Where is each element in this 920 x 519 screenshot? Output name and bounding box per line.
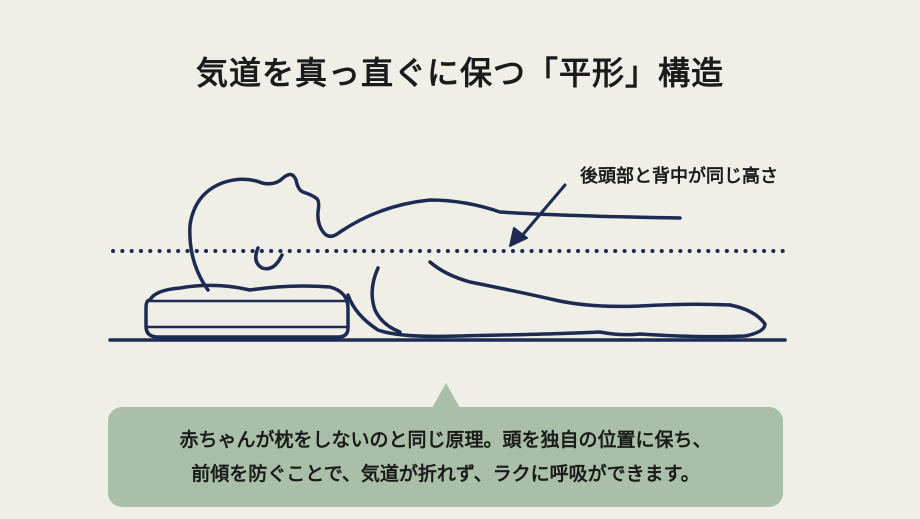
bubble-pointer <box>432 383 460 408</box>
pillow <box>144 283 350 339</box>
annotation-label: 後頭部と背中が同じ高さ <box>580 166 778 187</box>
baby-figure <box>188 172 767 339</box>
caption-bubble: 赤ちゃんが枕をしないのと同じ原理。頭を独自の位置に保ち、 前傾を防ぐことで、気道… <box>108 407 783 507</box>
caption-line-1: 赤ちゃんが枕をしないのと同じ原理。頭を独自の位置に保ち、 <box>179 429 712 451</box>
title: 気道を真っ直ぐに保つ「平形」構造 <box>195 54 724 92</box>
arrow-icon <box>509 183 567 247</box>
caption-line-2: 前傾を防ぐことで、気道が折れず、ラクに呼吸ができます。 <box>191 463 700 485</box>
